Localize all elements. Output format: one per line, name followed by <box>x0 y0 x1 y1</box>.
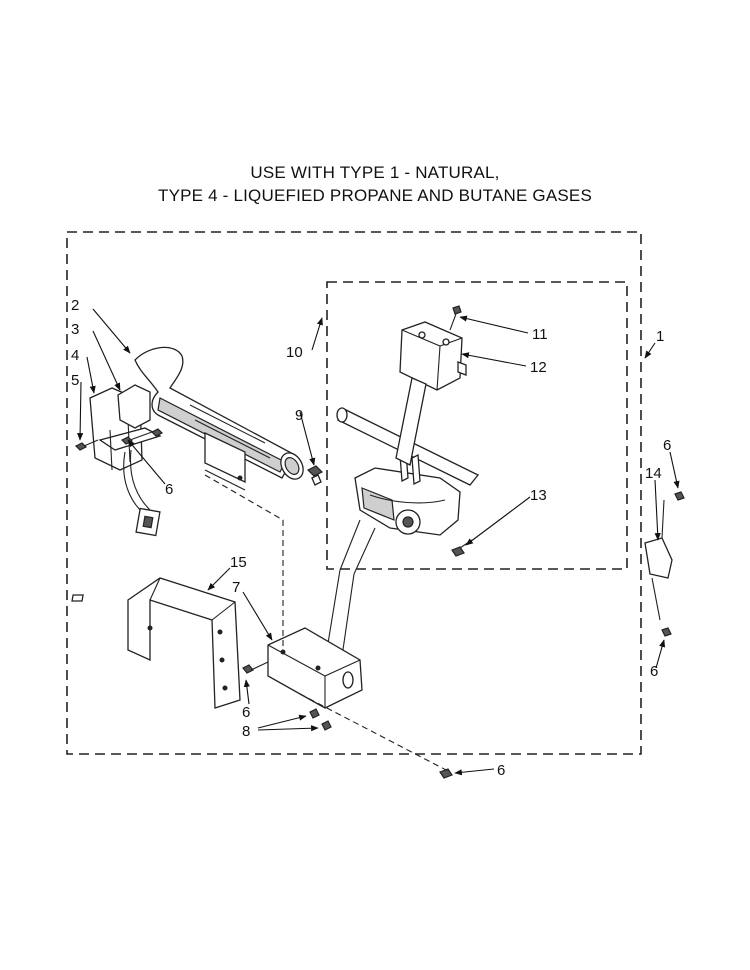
callout-11: 11 <box>532 326 548 343</box>
callout-6b: 6 <box>663 437 671 454</box>
callout-5: 5 <box>71 372 79 389</box>
flame-sensor-bracket <box>204 431 246 491</box>
coil-screw <box>449 305 462 331</box>
callout-3: 3 <box>71 321 79 338</box>
callout-1: 1 <box>656 328 664 345</box>
screw-left-3 <box>150 428 164 437</box>
callout-7: 7 <box>232 579 240 596</box>
outer-assembly-boundary <box>66 231 642 755</box>
assembly-guide-lines <box>204 474 451 773</box>
diagram-title-line-1: USE WITH TYPE 1 - NATURAL, <box>250 163 500 182</box>
burner-bracket <box>71 577 241 709</box>
igniter-bracket <box>89 384 162 471</box>
valve-bracket <box>267 627 363 709</box>
callout-9: 9 <box>295 407 303 424</box>
diagram-title-line-2: TYPE 4 - LIQUEFIED PROPANE AND BUTANE GA… <box>157 186 592 205</box>
callout-14: 14 <box>645 465 662 482</box>
valve-assembly-boundary <box>326 281 628 570</box>
callout-2: 2 <box>71 297 79 314</box>
callout-6c: 6 <box>650 663 658 680</box>
callout-15: 15 <box>230 554 247 571</box>
callout-4: 4 <box>71 347 79 364</box>
callout-12: 12 <box>530 359 547 376</box>
callout-6e: 6 <box>497 762 505 779</box>
callout-10: 10 <box>286 344 303 361</box>
callout-6d: 6 <box>242 704 250 721</box>
sensor-bracket <box>644 491 685 637</box>
screw-bottom-2 <box>309 708 320 719</box>
callout-6a: 6 <box>165 481 173 498</box>
valve-coil <box>395 321 467 466</box>
screw-left-1 <box>74 439 99 451</box>
screw-bottom-1 <box>242 661 269 674</box>
screw-bottom-3 <box>321 720 332 731</box>
igniter-wiring <box>123 449 161 537</box>
callout-8: 8 <box>242 723 250 740</box>
leader-lines <box>77 308 680 776</box>
callout-13: 13 <box>530 487 547 504</box>
burner-tube <box>134 346 304 480</box>
orifice <box>306 465 324 486</box>
